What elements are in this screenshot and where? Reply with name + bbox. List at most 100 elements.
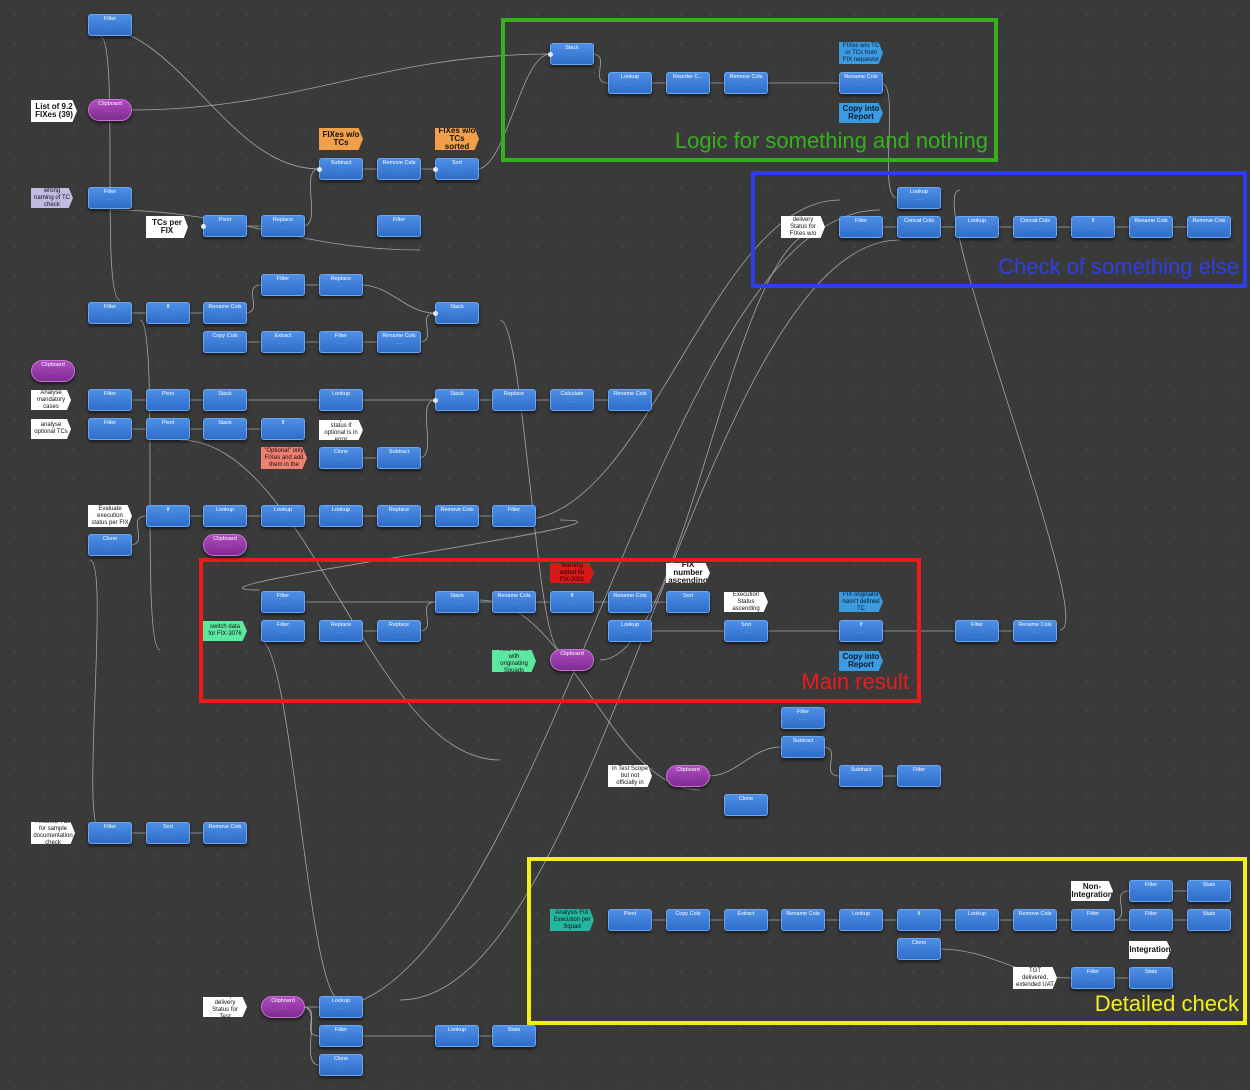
node-remove-cols[interactable]: Remove Cols· · · · xyxy=(724,72,768,94)
node-filter[interactable]: Filter· · · · xyxy=(839,216,883,238)
node-lookup[interactable]: Lookup· · · · xyxy=(608,620,652,642)
node-remove-cols[interactable]: Remove Cols· · · · xyxy=(1013,909,1057,931)
node-lookup[interactable]: Lookup· · · · xyxy=(839,909,883,931)
node-lookup[interactable]: Lookup· · · · xyxy=(319,996,363,1018)
node-stack[interactable]: Stack· · · · xyxy=(433,389,479,411)
node-extract[interactable]: Extract· · · · xyxy=(261,331,305,353)
node-rename-cols[interactable]: Rename Cols· · · · xyxy=(492,591,536,613)
node-clone[interactable]: Clone· · · · xyxy=(88,534,132,556)
node-stack[interactable]: Stack· · · · xyxy=(433,302,479,324)
node-replace[interactable]: Replace· · · · xyxy=(319,620,363,642)
node-subtract[interactable]: Subtract· · · · xyxy=(377,447,421,469)
node-concat-cols[interactable]: Concat Cols· · · · xyxy=(897,216,941,238)
node-sort[interactable]: Sort· · · · xyxy=(724,620,768,642)
node-lookup[interactable]: Lookup· · · · xyxy=(261,505,305,527)
node-clipboard[interactable]: Clipboard· · · · xyxy=(550,649,594,671)
node-filter[interactable]: Filter· · · · xyxy=(1129,909,1173,931)
node-if[interactable]: If· · · · xyxy=(839,620,883,642)
node-lookup[interactable]: Lookup· · · · xyxy=(897,187,941,209)
node-clone[interactable]: Clone· · · · xyxy=(319,447,363,469)
node-subtract[interactable]: Subtract· · · · xyxy=(781,736,825,758)
node-lookup[interactable]: Lookup· · · · xyxy=(319,389,363,411)
node-copy-cols[interactable]: Copy Cols· · · · xyxy=(666,909,710,931)
node-lookup[interactable]: Lookup· · · · xyxy=(203,505,247,527)
node-filter[interactable]: Filter· · · · xyxy=(319,331,363,353)
port-icon[interactable] xyxy=(548,52,553,57)
node-filter[interactable]: Filter· · · · xyxy=(1129,880,1173,902)
node-calculate[interactable]: Calculate· · · · xyxy=(550,389,594,411)
node-if[interactable]: If· · · · xyxy=(897,909,941,931)
node-replace[interactable]: Replace· · · · xyxy=(261,215,305,237)
node-filter[interactable]: Filter· · · · xyxy=(88,302,132,324)
port-icon[interactable] xyxy=(433,311,438,316)
node-filter[interactable]: Filter· · · · xyxy=(261,591,305,613)
node-clipboard[interactable]: Clipboard· · · · xyxy=(31,360,75,382)
node-if[interactable]: If· · · · xyxy=(261,418,305,440)
node-filter[interactable]: Filter· · · · xyxy=(88,389,132,411)
node-concat-cols[interactable]: Concat Cols· · · · xyxy=(1013,216,1057,238)
node-subtract[interactable]: Subtract· · · · xyxy=(839,765,883,787)
node-filter[interactable]: Filter· · · · xyxy=(781,707,825,729)
node-stats[interactable]: Stats· · · · xyxy=(1187,909,1231,931)
node-if[interactable]: If· · · · xyxy=(550,591,594,613)
node-replace[interactable]: Replace· · · · xyxy=(377,505,421,527)
node-if[interactable]: If· · · · xyxy=(146,505,190,527)
node-rename-cols[interactable]: Rename Cols· · · · xyxy=(1013,620,1057,642)
node-stats[interactable]: Stats· · · · xyxy=(1129,967,1173,989)
node-filter[interactable]: Filter· · · · xyxy=(261,620,305,642)
node-pivot[interactable]: Pivot· · · · xyxy=(608,909,652,931)
node-filter[interactable]: Filter· · · · xyxy=(88,187,132,209)
node-filter[interactable]: Filter· · · · xyxy=(492,505,536,527)
node-remove-cols[interactable]: Remove Cols· · · · xyxy=(435,505,479,527)
node-filter[interactable]: Filter· · · · xyxy=(88,14,132,36)
node-sort[interactable]: Sort· · · · xyxy=(146,822,190,844)
node-replace[interactable]: Replace· · · · xyxy=(492,389,536,411)
node-sort[interactable]: Sort· · · · xyxy=(666,591,710,613)
node-stack[interactable]: Stack· · · · xyxy=(435,591,479,613)
node-filter[interactable]: Filter· · · · xyxy=(1071,967,1115,989)
node-rename-cols[interactable]: Rename Cols· · · · xyxy=(781,909,825,931)
node-clone[interactable]: Clone· · · · xyxy=(724,794,768,816)
port-icon[interactable] xyxy=(201,224,206,229)
node-rename-cols[interactable]: Rename Cols· · · · xyxy=(608,389,652,411)
node-lookup[interactable]: Lookup· · · · xyxy=(319,505,363,527)
node-rename-cols[interactable]: Rename Cols· · · · xyxy=(377,331,421,353)
node-clipboard[interactable]: Clipboard· · · · xyxy=(666,765,710,787)
port-icon[interactable] xyxy=(317,167,322,172)
node-clone[interactable]: Clone· · · · xyxy=(897,938,941,960)
node-replace[interactable]: Replace· · · · xyxy=(377,620,421,642)
node-stats[interactable]: Stats· · · · xyxy=(1187,880,1231,902)
node-lookup[interactable]: Lookup· · · · xyxy=(608,72,652,94)
node-extract[interactable]: Extract· · · · xyxy=(724,909,768,931)
node-filter[interactable]: Filter· · · · xyxy=(955,620,999,642)
node-remove-cols[interactable]: Remove Cols· · · · xyxy=(377,158,421,180)
node-lookup[interactable]: Lookup· · · · xyxy=(955,216,999,238)
node-filter[interactable]: Filter· · · · xyxy=(88,822,132,844)
node-filter[interactable]: Filter· · · · xyxy=(261,274,305,296)
node-remove-cols[interactable]: Remove Cols· · · · xyxy=(1187,216,1231,238)
node-copy-cols[interactable]: Copy Cols· · · · xyxy=(203,331,247,353)
node-rename-cols[interactable]: Rename Cols· · · · xyxy=(1129,216,1173,238)
node-rename-cols[interactable]: Rename Cols· · · · xyxy=(203,302,247,324)
node-filter[interactable]: Filter· · · · xyxy=(319,1025,363,1047)
node-lookup[interactable]: Lookup· · · · xyxy=(955,909,999,931)
node-if[interactable]: If· · · · xyxy=(1071,216,1115,238)
node-filter[interactable]: Filter· · · · xyxy=(897,765,941,787)
port-icon[interactable] xyxy=(433,398,438,403)
node-if[interactable]: If· · · · xyxy=(146,302,190,324)
node-filter[interactable]: Filter· · · · xyxy=(1071,909,1115,931)
node-pivot[interactable]: Pivot· · · · xyxy=(146,389,190,411)
node-clone[interactable]: Clone· · · · xyxy=(319,1054,363,1076)
port-icon[interactable] xyxy=(433,167,438,172)
node-lookup[interactable]: Lookup· · · · xyxy=(435,1025,479,1047)
node-stack[interactable]: Stack· · · · xyxy=(203,389,247,411)
node-pivot[interactable]: Pivot· · · · xyxy=(201,215,247,237)
node-clipboard[interactable]: Clipboard· · · · xyxy=(261,996,305,1018)
node-stats[interactable]: Stats· · · · xyxy=(492,1025,536,1047)
node-replace[interactable]: Replace· · · · xyxy=(319,274,363,296)
node-filter[interactable]: Filter· · · · xyxy=(377,215,421,237)
node-subtract[interactable]: Subtract· · · · xyxy=(317,158,363,180)
node-stack[interactable]: Stack· · · · xyxy=(548,43,594,65)
node-pivot[interactable]: Pivot· · · · xyxy=(146,418,190,440)
